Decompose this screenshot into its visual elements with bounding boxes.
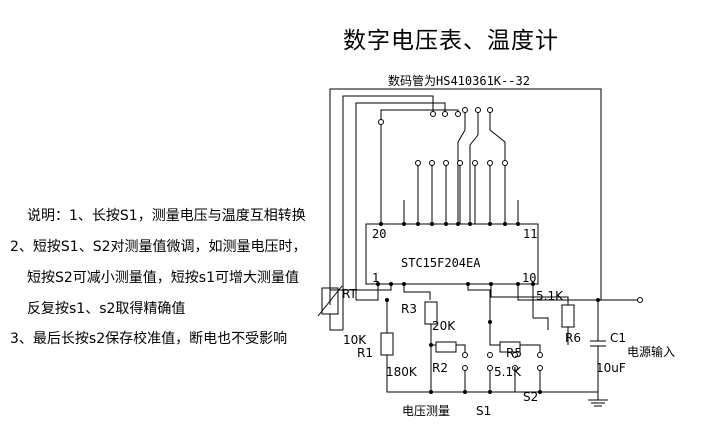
label-r6-value: 5.1K xyxy=(536,289,563,303)
chip-name: STC15F204EA xyxy=(401,256,481,270)
label-r5-value: 5.1K xyxy=(494,365,521,379)
note-line-4: 反复按s1、s2取得精确值 xyxy=(27,301,186,317)
power-terminal xyxy=(637,297,643,303)
r2-pot xyxy=(435,341,457,353)
label-r3: R3 xyxy=(401,302,417,316)
note-line-5: 3、最后长按s2保存校准值，断电也不受影响 xyxy=(10,331,288,347)
label-r1: R1 xyxy=(357,346,373,360)
label-180k: 180K xyxy=(386,365,417,379)
wire-digit-1 xyxy=(342,95,434,330)
label-r6: R6 xyxy=(565,331,581,345)
label-s2: S2 xyxy=(523,390,539,404)
note-line-3: 短按S2可减小测量值，短按s1可增大测量值 xyxy=(27,270,299,286)
label-power-input: 电源输入 xyxy=(627,345,676,359)
mcu-chip xyxy=(365,223,539,285)
note-line-2: 2、短按S1、S2对测量值微调，如测量电压时， xyxy=(10,239,307,255)
display-label: 数码管为HS410361K--32 xyxy=(388,74,530,88)
label-r5: R5 xyxy=(506,346,522,360)
note-line-1: 说明：1、长按S1，测量电压与温度互相转换 xyxy=(27,208,306,224)
label-voltage-measure: 电压测量 xyxy=(402,404,451,418)
label-r1-value: 10K xyxy=(343,333,367,347)
wire-vcc-top xyxy=(329,88,602,305)
r5-pot xyxy=(499,341,521,353)
label-r2: R2 xyxy=(432,361,448,375)
chip-pin-1: 1 xyxy=(372,271,380,285)
label-r2-value: 20K xyxy=(432,319,456,333)
label-c1-value: 10uF xyxy=(596,361,626,375)
chip-pin-10: 10 xyxy=(522,271,537,285)
r6-resistor xyxy=(561,304,575,328)
wire-digit-2 xyxy=(355,102,446,300)
r1-resistor xyxy=(380,332,394,356)
label-s1: S1 xyxy=(476,404,492,418)
label-rt: RT xyxy=(342,287,357,301)
chip-pin-20: 20 xyxy=(372,227,387,241)
diagram-title: 数字电压表、温度计 xyxy=(343,28,559,54)
label-c1: C1 xyxy=(610,331,627,345)
chip-pin-11: 11 xyxy=(523,227,538,241)
